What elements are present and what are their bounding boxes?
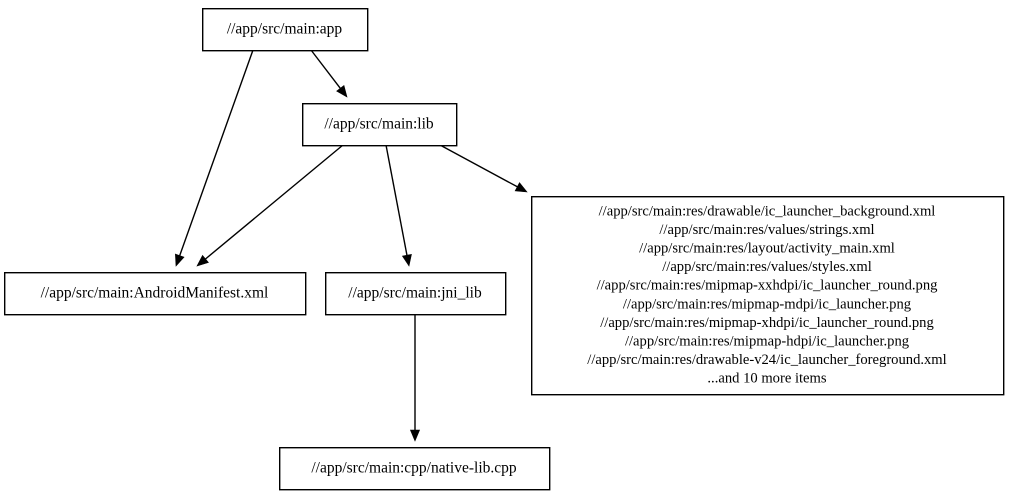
resource-line: //app/src/main:res/mipmap-hdpi/ic_launch… bbox=[625, 334, 910, 350]
edge-app-to-manifest bbox=[175, 49, 254, 267]
edge-line bbox=[385, 144, 408, 256]
node-box[interactable] bbox=[3, 272, 307, 316]
resource-line: //app/src/main:res/mipmap-xxhdpi/ic_laun… bbox=[597, 278, 939, 294]
node-native_lib[interactable]: //app/src/main:cpp/native-lib.cpp bbox=[279, 447, 551, 491]
edge-line bbox=[179, 49, 254, 256]
node-label: //app/src/main:app bbox=[227, 21, 343, 38]
arrowhead-icon bbox=[175, 253, 185, 267]
node-box[interactable] bbox=[325, 272, 507, 316]
resource-line: //app/src/main:res/mipmap-mdpi/ic_launch… bbox=[623, 296, 912, 312]
arrowhead-icon bbox=[196, 254, 209, 267]
node-box[interactable] bbox=[302, 102, 458, 147]
resource-line: //app/src/main:res/values/strings.xml bbox=[659, 222, 874, 238]
edge-lib-to-resources bbox=[439, 144, 528, 193]
arrowhead-icon bbox=[409, 429, 421, 442]
node-box[interactable] bbox=[201, 7, 369, 52]
nodes-layer: //app/src/main:app //app/src/main:lib //ap… bbox=[3, 7, 1005, 491]
node-lib[interactable]: //app/src/main:lib bbox=[302, 102, 458, 147]
node-label: //app/src/main:AndroidManifest.xml bbox=[41, 285, 269, 302]
edge-line bbox=[310, 49, 341, 89]
node-jni_lib[interactable]: //app/src/main:jni_lib bbox=[325, 272, 507, 316]
resource-line: //app/src/main:res/values/styles.xml bbox=[662, 259, 872, 275]
node-label: //app/src/main:cpp/native-lib.cpp bbox=[311, 460, 517, 477]
node-manifest[interactable]: //app/src/main:AndroidManifest.xml bbox=[3, 272, 307, 316]
node-label: //app/src/main:jni_lib bbox=[348, 285, 482, 302]
node-box[interactable] bbox=[279, 447, 551, 491]
resource-line: //app/src/main:res/drawable-v24/ic_launc… bbox=[587, 352, 946, 368]
node-box[interactable] bbox=[531, 195, 1005, 396]
node-resources[interactable]: //app/src/main:res/drawable/ic_launcher_… bbox=[531, 195, 1005, 396]
edges-layer bbox=[175, 49, 528, 442]
arrowhead-icon bbox=[401, 253, 412, 267]
arrowhead-icon bbox=[336, 84, 348, 98]
node-label: //app/src/main:lib bbox=[324, 116, 434, 133]
resource-line: ...and 10 more items bbox=[707, 371, 826, 387]
resource-line: //app/src/main:res/drawable/ic_launcher_… bbox=[599, 203, 936, 219]
edge-line bbox=[205, 144, 344, 260]
arrowhead-icon bbox=[514, 182, 528, 193]
edge-jni-lib-to-native-lib bbox=[409, 314, 421, 442]
resource-line: //app/src/main:res/mipmap-xhdpi/ic_launc… bbox=[600, 315, 934, 331]
edge-lib-to-jni-lib bbox=[385, 144, 412, 267]
edge-lib-to-manifest bbox=[196, 144, 344, 267]
node-app[interactable]: //app/src/main:app bbox=[201, 7, 369, 52]
edge-app-to-lib bbox=[310, 49, 348, 98]
resource-line: //app/src/main:res/layout/activity_main.… bbox=[639, 241, 895, 257]
edge-line bbox=[439, 144, 518, 188]
